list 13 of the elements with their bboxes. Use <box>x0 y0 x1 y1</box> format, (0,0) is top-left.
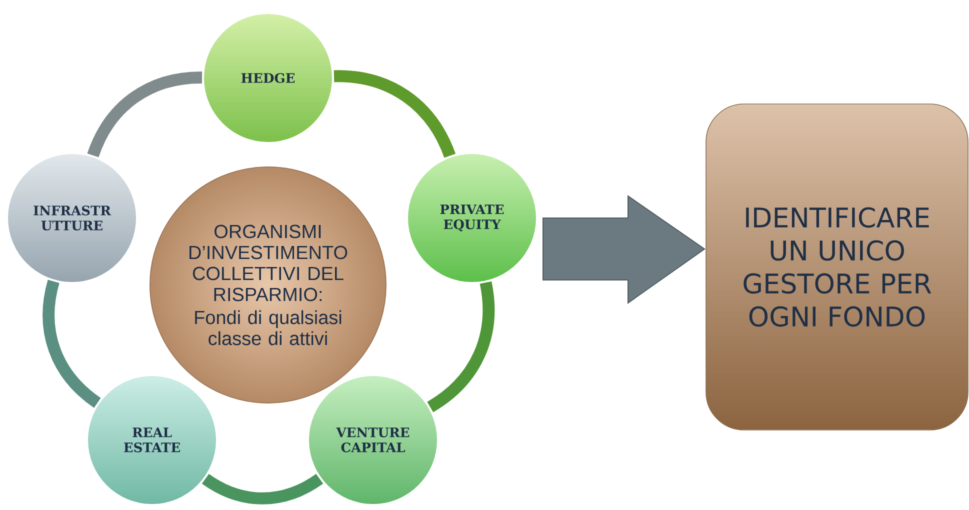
block-arrow <box>542 195 706 304</box>
rounded-box: IDENTIFICARE UN UNICO GESTORE PER OGNI FONDO <box>706 104 968 430</box>
circle-node: ORGANISMI D’INVESTIMENTO COLLETTIVI DEL RISPARMIO: Fondi di qualsiasi classe di attivi <box>150 166 386 404</box>
circle-node: REAL ESTATE <box>86 374 218 506</box>
circle-node: HEDGE <box>202 12 334 144</box>
ring-connector <box>42 280 101 408</box>
ring-connector <box>87 71 202 158</box>
ring-connector <box>426 282 495 412</box>
circle-node: PRIVATE EQUITY <box>406 152 538 284</box>
ring-connector <box>334 70 456 158</box>
circle-node: INFRASTR UTTURE <box>6 152 138 284</box>
circle-node: VENTURE CAPITAL <box>307 374 439 506</box>
ring-connector <box>202 474 323 504</box>
